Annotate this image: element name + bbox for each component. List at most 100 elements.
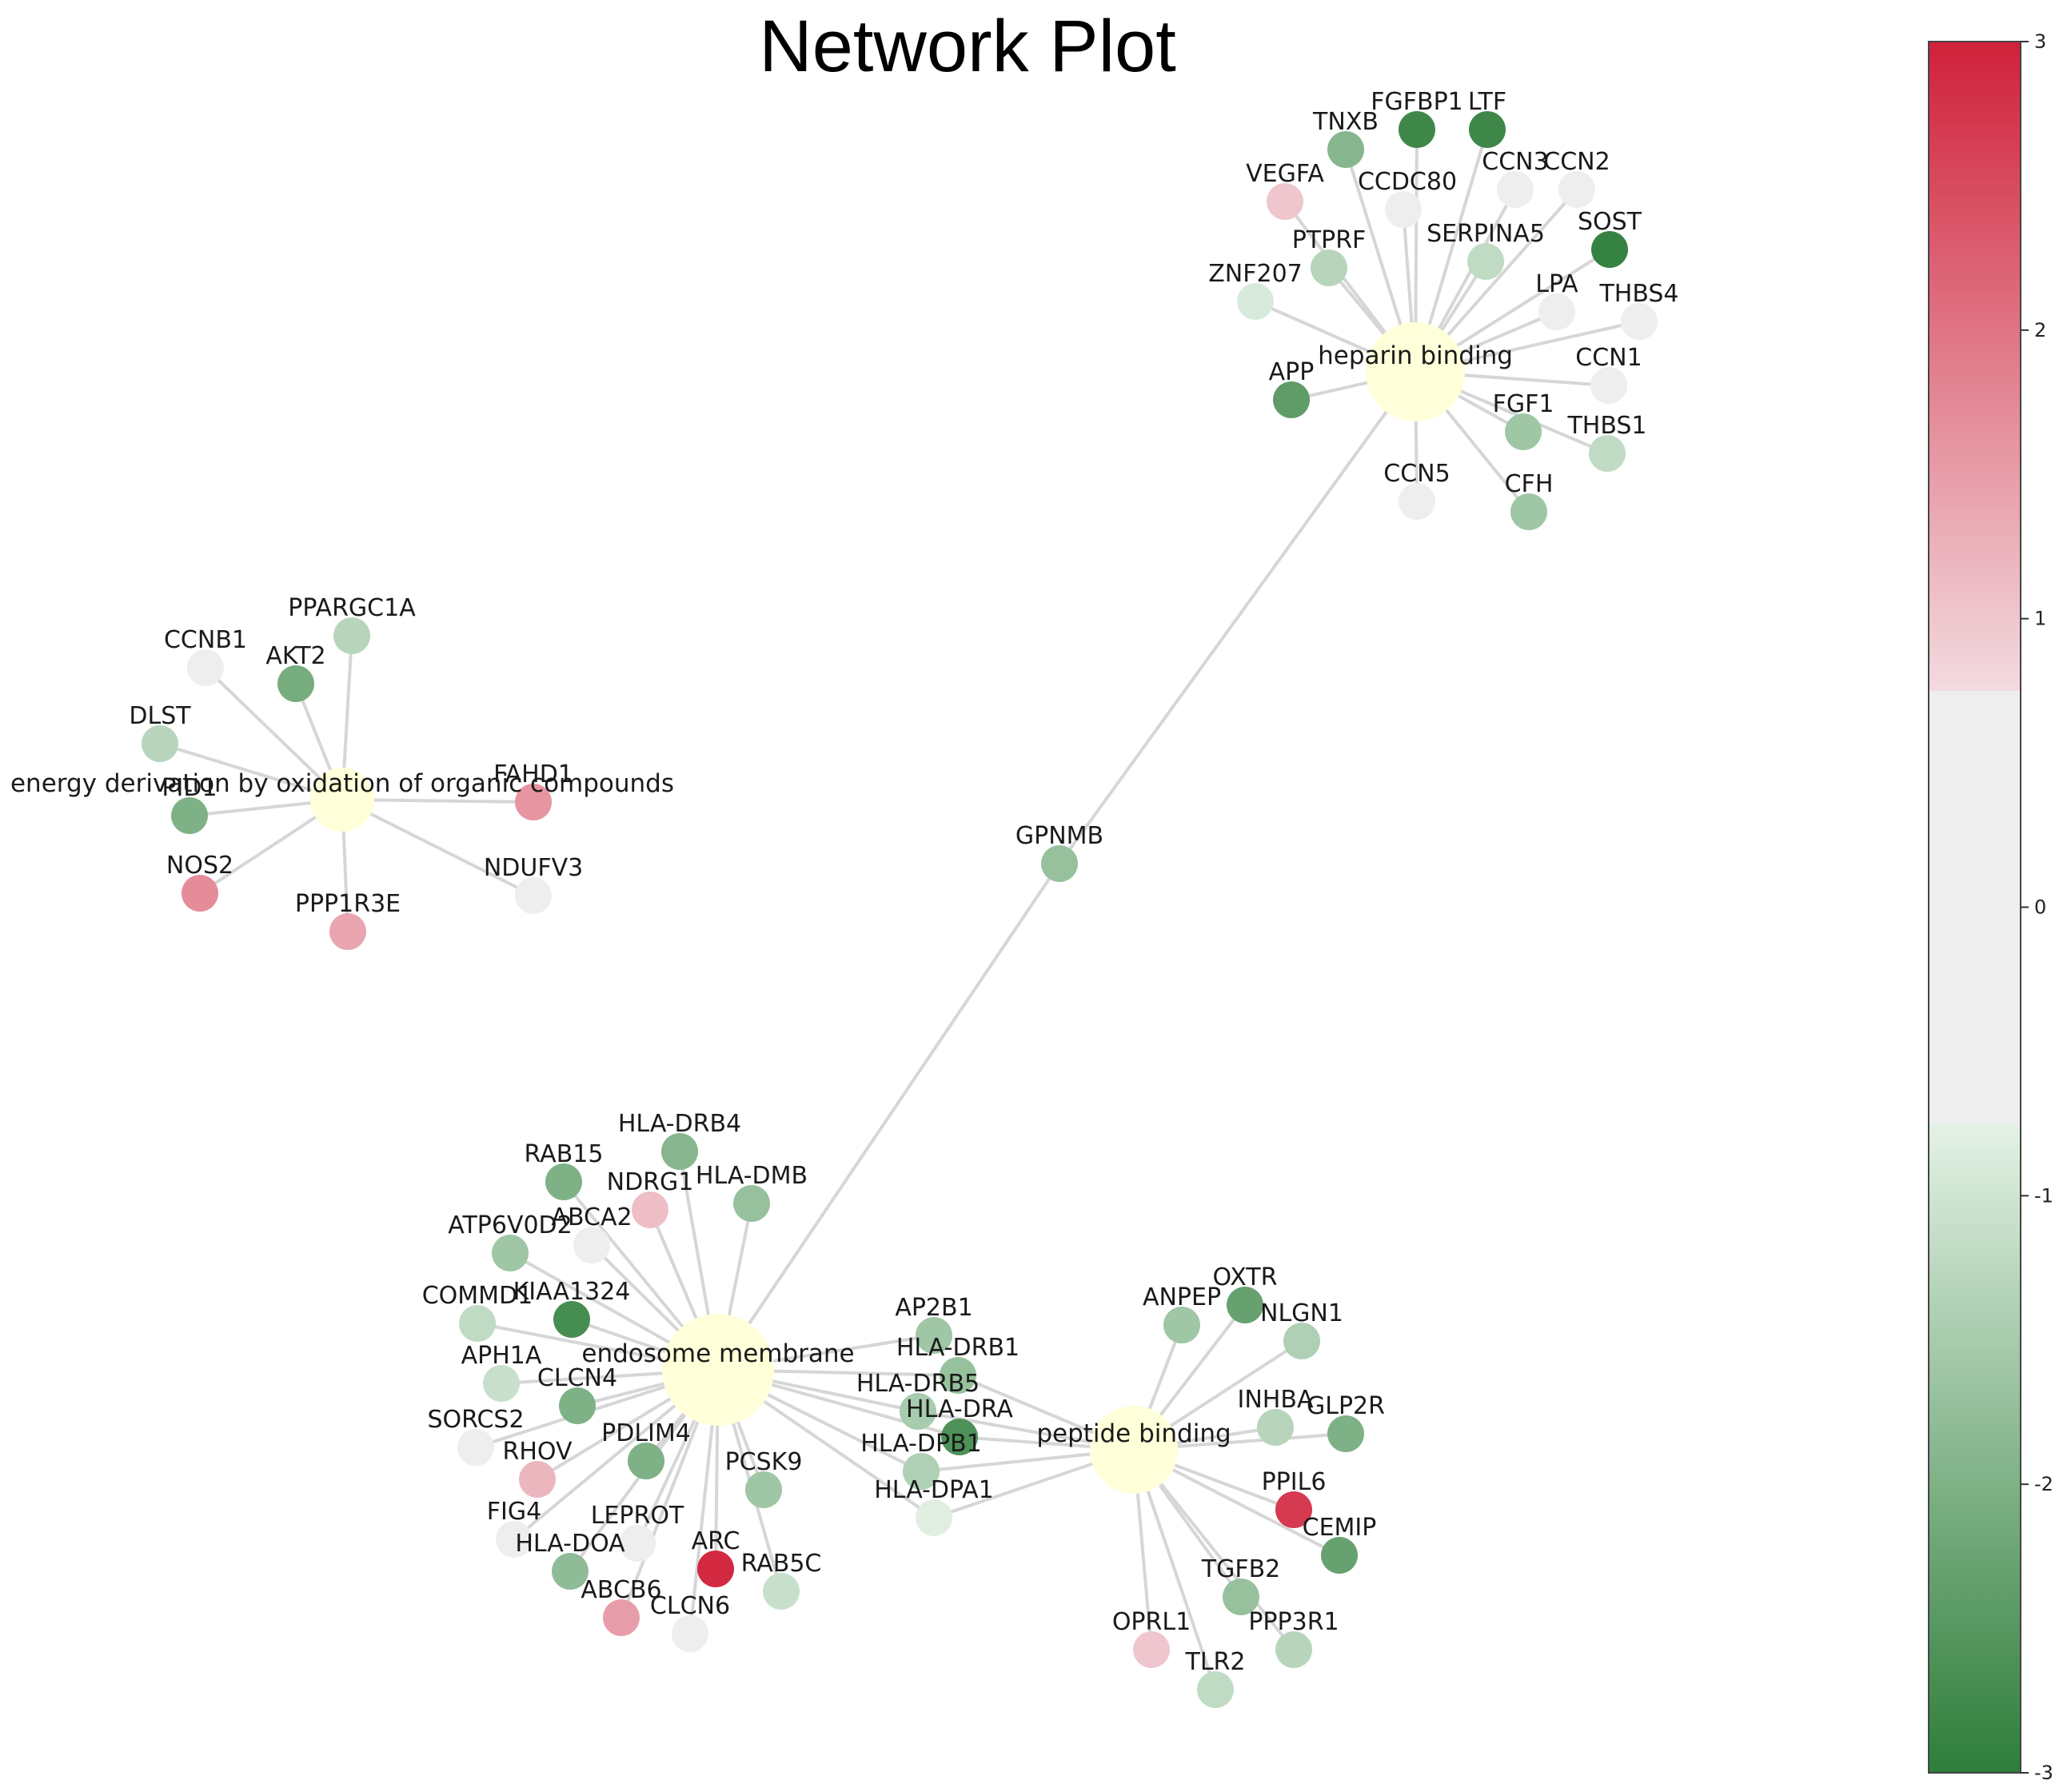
gene-label-tgfb2: TGFB2	[1201, 1555, 1281, 1583]
gene-label-tnxb: TNXB	[1312, 108, 1379, 136]
gene-node-ccn2	[1558, 171, 1595, 208]
gene-label-nlgn1: NLGN1	[1260, 1299, 1343, 1327]
gene-node-abca2	[573, 1227, 610, 1263]
gene-node-ppp3r1	[1275, 1631, 1312, 1668]
gene-node-fahd1	[515, 784, 552, 820]
gene-node-oprl1	[1133, 1631, 1170, 1668]
gene-label-gpnmb: GPNMB	[1016, 822, 1103, 850]
term-label-endosome: endosome membrane	[581, 1339, 854, 1368]
gene-label-ppargc1a: PPARGC1A	[288, 594, 416, 622]
term-node-energy	[310, 768, 374, 832]
gene-node-fgfbp1	[1399, 111, 1435, 148]
gene-node-rhov	[519, 1461, 556, 1498]
gene-label-ndufv3: NDUFV3	[484, 854, 583, 882]
gene-node-hla-doa	[552, 1553, 589, 1590]
gene-label-hla-dpa1: HLA-DPA1	[874, 1476, 994, 1504]
gene-label-pdlim4: PDLIM4	[601, 1419, 691, 1447]
gene-label-cfh: CFH	[1505, 470, 1554, 498]
edge-gpnmb-heparin	[1058, 370, 1417, 865]
gene-label-ppp3r1: PPP3R1	[1248, 1608, 1339, 1636]
gene-node-pdlim4	[628, 1443, 664, 1479]
gene-node-oxtr	[1227, 1287, 1263, 1323]
gene-label-hla-drb5: HLA-DRB5	[856, 1370, 980, 1398]
gene-label-ppil6: PPIL6	[1262, 1468, 1327, 1496]
gene-node-rab15	[545, 1163, 582, 1200]
gene-label-glp2r: GLP2R	[1307, 1392, 1385, 1420]
gene-label-inhba: INHBA	[1238, 1386, 1314, 1414]
gene-label-vegfa: VEGFA	[1246, 160, 1324, 188]
gene-label-clcn4: CLCN4	[537, 1364, 617, 1392]
gene-node-lpa	[1538, 293, 1575, 330]
gene-node-clcn4	[559, 1387, 596, 1424]
colorbar-tick-label: -3	[2034, 1762, 2053, 1784]
gene-label-pid1: PID1	[162, 774, 217, 802]
gene-label-serpina5: SERPINA5	[1427, 220, 1545, 248]
colorbar-tick-label: 0	[2034, 896, 2046, 919]
gene-label-sorcs2: SORCS2	[427, 1406, 524, 1434]
gene-node-thbs1	[1589, 435, 1626, 472]
gene-label-hla-drb4: HLA-DRB4	[618, 1110, 741, 1138]
gene-label-dlst: DLST	[129, 702, 191, 730]
gene-node-cfh	[1510, 493, 1547, 530]
gene-node-ccn3	[1497, 171, 1534, 208]
gene-node-sorcs2	[457, 1429, 494, 1466]
colorbar-tick-label: -1	[2034, 1184, 2053, 1207]
gene-label-app: APP	[1269, 358, 1315, 386]
gene-node-clcn6	[672, 1615, 708, 1652]
gene-node-hla-drb1	[940, 1357, 976, 1394]
gene-node-hla-dpb1	[903, 1453, 940, 1490]
gene-node-nos2	[182, 875, 218, 912]
gene-node-ccn1	[1590, 367, 1627, 404]
gene-label-ap2b1: AP2B1	[895, 1294, 972, 1322]
gene-label-ppp1r3e: PPP1R3E	[295, 890, 401, 918]
gene-label-fgf1: FGF1	[1493, 390, 1554, 418]
gene-node-ccnb1	[187, 649, 224, 686]
gene-label-akt2: AKT2	[265, 642, 325, 670]
gene-node-gpnmb	[1041, 845, 1078, 882]
gene-node-fgf1	[1505, 413, 1542, 450]
gene-node-ap2b1	[916, 1317, 952, 1354]
gene-label-arc: ARC	[692, 1527, 740, 1555]
gene-label-anpep: ANPEP	[1143, 1283, 1221, 1311]
gene-label-ccnb1: CCNB1	[164, 626, 247, 654]
gene-node-ppp1r3e	[329, 913, 366, 950]
gene-node-arc	[697, 1551, 734, 1587]
gene-label-tlr2: TLR2	[1185, 1648, 1246, 1676]
colorbar-gradient	[1928, 41, 2021, 1774]
gene-node-hla-drb5	[900, 1393, 936, 1430]
colorbar-tick-label: 3	[2034, 32, 2046, 53]
gene-node-tgfb2	[1223, 1578, 1259, 1615]
gene-label-pcsk9: PCSK9	[725, 1448, 803, 1476]
gene-label-cemip: CEMIP	[1303, 1514, 1377, 1542]
gene-node-tnxb	[1327, 131, 1364, 168]
gene-label-commd1: COMMD1	[422, 1282, 533, 1310]
gene-node-kiaa1324	[553, 1301, 590, 1338]
gene-label-ccdc80: CCDC80	[1358, 168, 1457, 196]
gene-node-hla-dmb	[733, 1185, 770, 1222]
gene-node-anpep	[1163, 1307, 1200, 1343]
gene-node-vegfa	[1267, 183, 1303, 220]
colorbar-tick-label: 2	[2034, 319, 2046, 341]
gene-node-abcb6	[603, 1599, 640, 1636]
gene-label-fig4: FIG4	[487, 1498, 541, 1526]
gene-label-fgfbp1: FGFBP1	[1371, 88, 1463, 116]
gene-node-fig4	[496, 1521, 533, 1558]
gene-node-dlst	[142, 725, 178, 762]
gene-label-thbs4: THBS4	[1598, 280, 1678, 308]
gene-node-ltf	[1469, 111, 1506, 148]
gene-label-nos2: NOS2	[166, 852, 233, 880]
gene-node-pcsk9	[745, 1471, 782, 1508]
gene-node-rab5c	[763, 1573, 800, 1610]
gene-label-rhov: RHOV	[502, 1438, 572, 1466]
colorbar-tick-label: 1	[2034, 608, 2046, 630]
gene-node-nlgn1	[1283, 1323, 1320, 1359]
gene-label-abcb6: ABCB6	[581, 1576, 661, 1604]
gene-node-tlr2	[1197, 1671, 1234, 1708]
gene-label-ltf: LTF	[1468, 88, 1506, 116]
gene-label-leprot: LEPROT	[591, 1502, 684, 1530]
gene-label-hla-doa: HLA-DOA	[515, 1530, 625, 1558]
gene-node-znf207	[1237, 283, 1274, 320]
gene-node-ndufv3	[515, 877, 552, 914]
gene-label-oxtr: OXTR	[1213, 1263, 1278, 1291]
term-label-peptide: peptide binding	[1036, 1419, 1231, 1448]
